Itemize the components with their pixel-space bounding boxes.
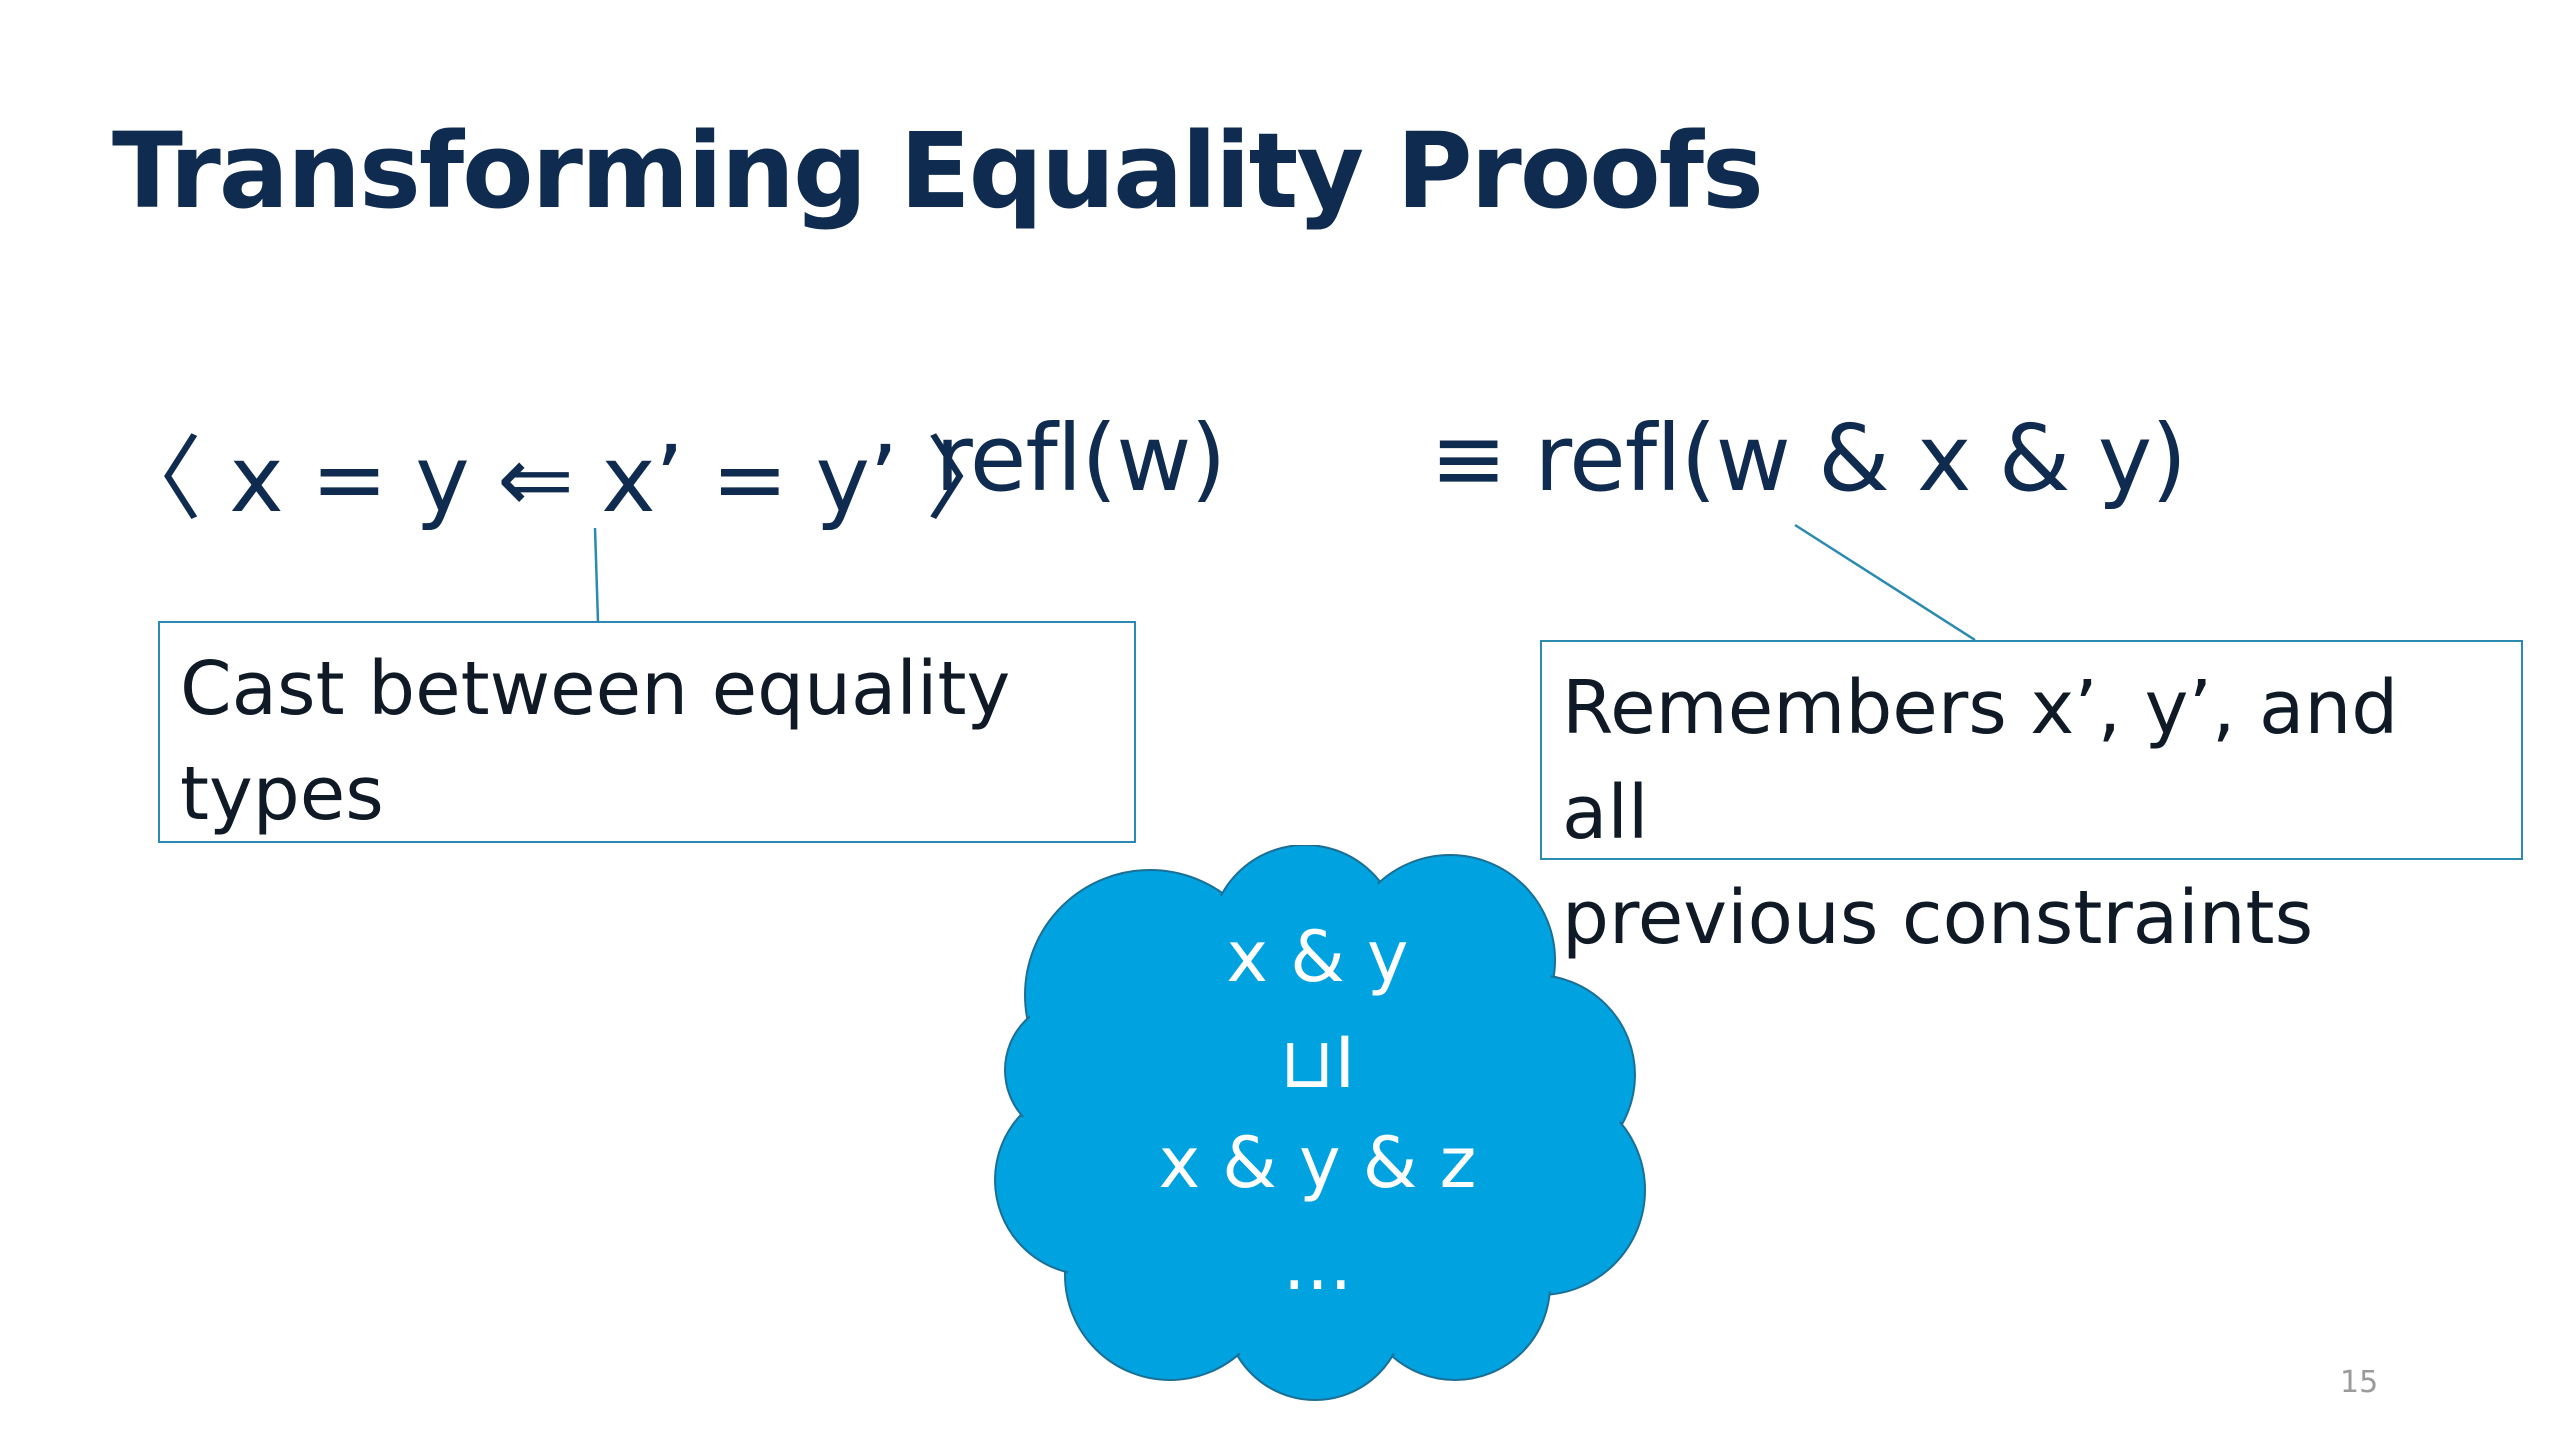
right-callout-connector	[1794, 523, 1976, 642]
page-number: 15	[2340, 1365, 2379, 1400]
remembers-callout-line-2: previous constraints	[1562, 875, 2314, 961]
cloud-line-2: ⊔I	[1279, 1022, 1356, 1104]
cast-expression: 〈 x = y ⇐ x’ = y’ 〉	[110, 426, 1017, 533]
refl-expression: refl(w)	[935, 405, 1226, 512]
cast-callout-line-2: types	[180, 751, 384, 837]
remembers-callout-line-1: Remembers x’, y’, and all	[1562, 665, 2399, 856]
remembers-callout-box: Remembers x’, y’, and all previous const…	[1540, 640, 2523, 961]
cloud-shape	[994, 845, 1646, 1401]
cloud-line-4: …	[1282, 1224, 1353, 1306]
equivalent-refl-expression: ≡ refl(w & x & y)	[1430, 405, 2187, 512]
cloud-line-3: x & y & z	[1158, 1122, 1477, 1204]
cloud-line-1: x & y	[1226, 916, 1409, 998]
cast-callout-box: Cast between equality types	[158, 621, 1136, 843]
left-callout-connector	[593, 527, 600, 623]
cast-callout-line-1: Cast between equality	[180, 646, 1011, 732]
slide-title: Transforming Equality Proofs	[112, 110, 1764, 232]
